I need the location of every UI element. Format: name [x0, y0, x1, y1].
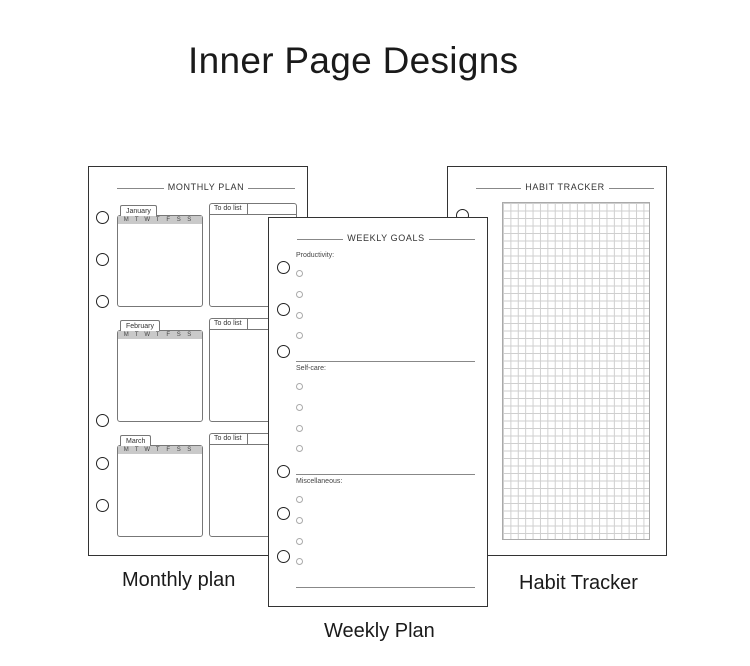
goal-checkbox[interactable] [296, 270, 303, 277]
caption-weekly-plan: Weekly Plan [324, 620, 435, 642]
goal-checkbox[interactable] [296, 445, 303, 452]
section-label-productivity: Productivity: [296, 252, 335, 259]
month-tab: February [120, 320, 161, 332]
caption-habit-tracker: Habit Tracker [519, 572, 638, 594]
binder-hole [277, 507, 290, 520]
todo-label: To do list [210, 433, 248, 445]
binder-hole [96, 295, 109, 308]
section-label-self-care: Self-care: [296, 365, 326, 372]
binder-hole [277, 550, 290, 563]
binder-hole [96, 499, 109, 512]
binder-hole [277, 465, 290, 478]
section-divider [296, 474, 475, 475]
section-divider [296, 361, 475, 362]
goal-checkbox[interactable] [296, 383, 303, 390]
habit-tracker-header: HABIT TRACKER [476, 182, 654, 194]
caption-monthly-plan: Monthly plan [122, 569, 236, 591]
goal-checkbox[interactable] [296, 404, 303, 411]
goal-checkbox[interactable] [296, 291, 303, 298]
weekly-goals-title: WEEKLY GOALS [343, 233, 429, 243]
weekly-goals-header: WEEKLY GOALS [297, 233, 475, 245]
todo-label: To do list [210, 203, 248, 215]
habit-grid [502, 202, 650, 540]
binder-hole [96, 414, 109, 427]
weekly-goals-page: WEEKLY GOALS Productivity: Self-care: Mi… [268, 217, 488, 607]
goal-checkbox[interactable] [296, 538, 303, 545]
goal-checkbox[interactable] [296, 332, 303, 339]
binder-hole [277, 345, 290, 358]
todo-label: To do list [210, 318, 248, 330]
binder-hole [96, 253, 109, 266]
goal-checkbox[interactable] [296, 312, 303, 319]
section-divider [296, 587, 475, 588]
goal-checkbox[interactable] [296, 496, 303, 503]
binder-hole [96, 457, 109, 470]
goal-checkbox[interactable] [296, 517, 303, 524]
monthly-plan-header: MONTHLY PLAN [117, 182, 295, 194]
binder-hole [277, 303, 290, 316]
habit-tracker-title: HABIT TRACKER [521, 182, 609, 192]
monthly-plan-title: MONTHLY PLAN [163, 182, 249, 192]
month-tab: March [120, 435, 152, 447]
month-tab: January [120, 205, 157, 217]
binder-hole [277, 261, 290, 274]
section-label-miscellaneous: Miscellaneous: [296, 478, 343, 485]
page-heading: Inner Page Designs [188, 40, 519, 81]
goal-checkbox[interactable] [296, 558, 303, 565]
goal-checkbox[interactable] [296, 425, 303, 432]
binder-hole [96, 211, 109, 224]
